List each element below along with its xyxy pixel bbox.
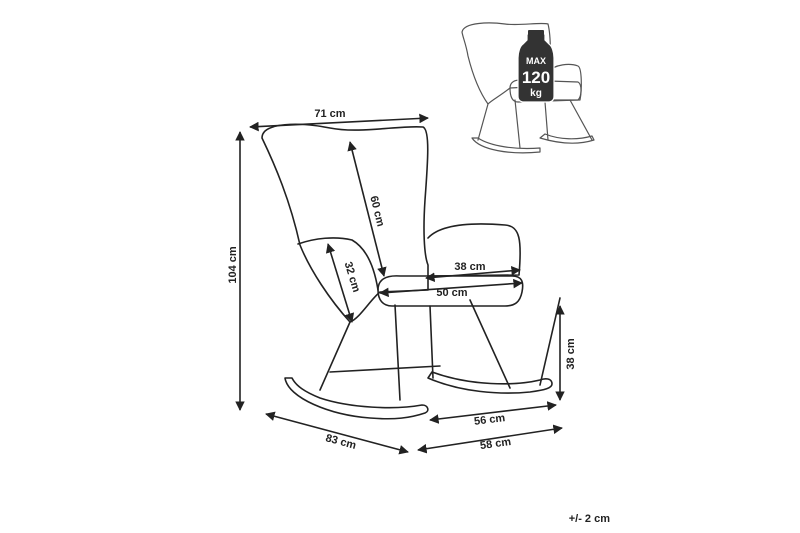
rocker-right xyxy=(427,371,553,394)
label-backrest-lower: 32 cm xyxy=(342,260,363,294)
dim-backrest-line xyxy=(347,141,387,277)
label-seat-depth: 38 cm xyxy=(454,261,485,273)
max-load-badge: MAX 120 kg xyxy=(517,30,555,103)
weight-icon xyxy=(517,33,555,103)
max-label: MAX xyxy=(526,56,546,66)
label-height: 104 cm xyxy=(227,246,239,284)
dim-seat-depth-line xyxy=(425,265,521,283)
label-width: 71 cm xyxy=(314,108,345,120)
tolerance-note: +/- 2 cm xyxy=(568,513,610,525)
leg-back-right xyxy=(469,299,511,389)
label-seat-width: 50 cm xyxy=(436,287,467,299)
label-base-width: 58 cm xyxy=(479,436,512,452)
label-depth: 83 cm xyxy=(324,432,357,452)
armrest xyxy=(427,223,521,277)
chair-drawing xyxy=(261,123,561,420)
backrest-outline xyxy=(261,123,429,323)
backrest-inner xyxy=(297,237,379,291)
dim-rocker-width-line xyxy=(429,401,557,424)
rocking-chair-thumbnail xyxy=(461,22,595,154)
rocker-left xyxy=(284,377,429,420)
crossbar xyxy=(329,365,441,373)
dim-depth-line xyxy=(265,411,409,455)
dimension-labels: 71 cm 104 cm 60 cm 32 cm 38 cm 50 cm 38 … xyxy=(227,108,577,452)
dimension-lines xyxy=(235,113,565,455)
dim-backrest-lower-line xyxy=(325,243,355,323)
dim-width-line xyxy=(249,113,429,132)
dim-base-width-line xyxy=(417,424,563,454)
label-seat-height: 38 cm xyxy=(565,338,577,369)
leg-front-left xyxy=(319,321,351,391)
max-unit: kg xyxy=(530,88,542,99)
dim-seat-width-line xyxy=(379,278,523,298)
leg-rear xyxy=(539,297,561,386)
label-rocker-width: 56 cm xyxy=(473,412,506,428)
leg-front-right xyxy=(394,304,401,401)
max-value: 120 xyxy=(522,68,550,87)
